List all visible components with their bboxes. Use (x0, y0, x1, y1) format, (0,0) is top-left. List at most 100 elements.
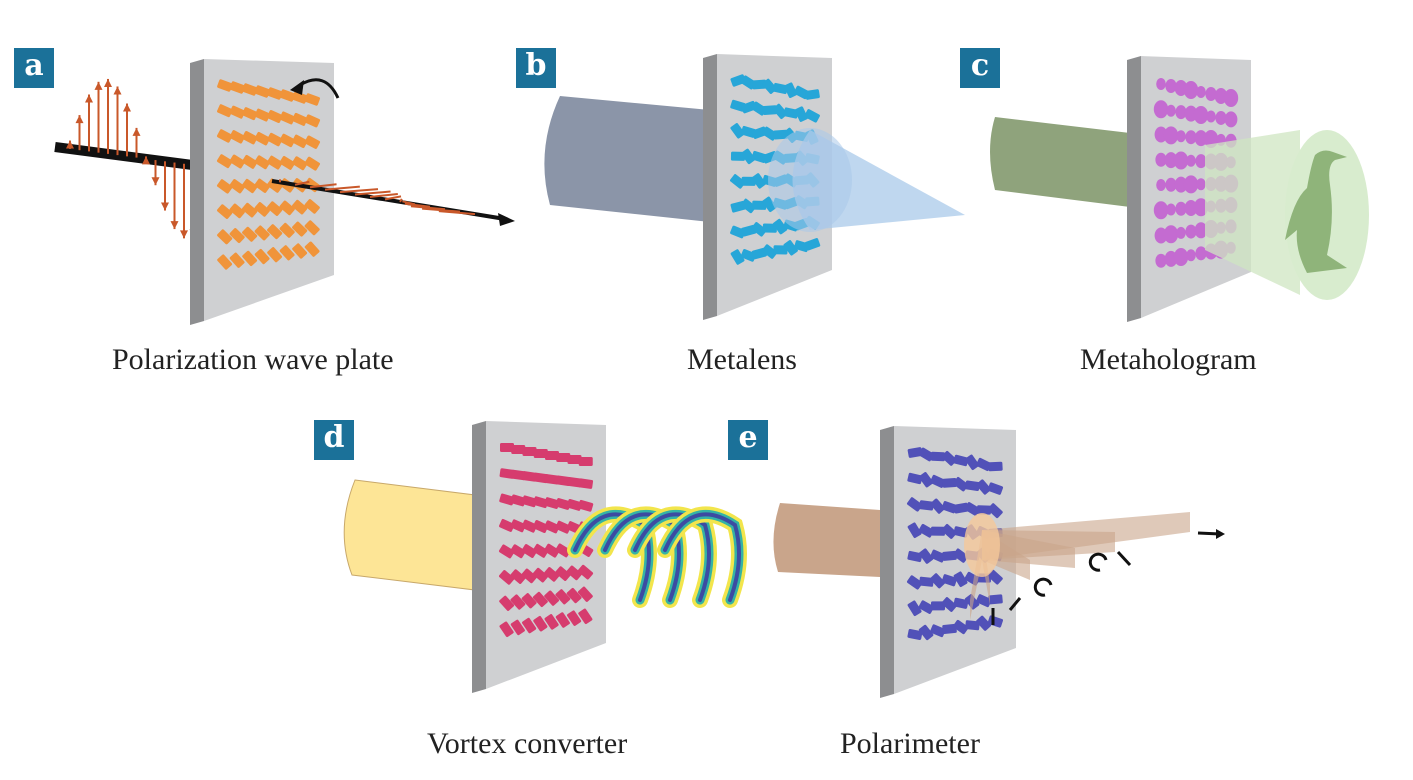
nanofin (555, 520, 571, 534)
polarization-arrowhead (123, 103, 131, 112)
nanofin (730, 249, 745, 265)
nanofin (217, 129, 233, 143)
nanofin (919, 500, 934, 511)
nanofin (941, 524, 957, 539)
nanofin (304, 199, 320, 214)
nanofin (242, 202, 258, 218)
nanofin (521, 593, 537, 609)
nanopillar (1195, 246, 1207, 261)
nanopillar (1186, 154, 1196, 167)
nanopillar (1153, 201, 1169, 220)
incident-beam (343, 479, 476, 591)
nanofin (761, 126, 778, 141)
panel-a: a Polarization wave plate (0, 0, 520, 400)
nanopillar (1206, 110, 1216, 123)
nanofin (229, 154, 245, 169)
nanofin (229, 81, 246, 94)
nanofin (292, 199, 308, 215)
nanopillar (1183, 175, 1199, 194)
caption-metalens: Metalens (687, 343, 797, 376)
nanopillar (1215, 110, 1227, 125)
nanofin (499, 518, 515, 532)
diffracted-beams (964, 512, 1225, 625)
nanofin (241, 178, 258, 194)
polarization-arrowhead (161, 202, 169, 211)
panel-c: c Metahologram (955, 0, 1413, 400)
panel-label-e: e (728, 420, 768, 460)
nanofin (762, 223, 777, 233)
nanopillar (1174, 176, 1188, 193)
nanofin (804, 109, 820, 123)
nanopillar (1184, 200, 1198, 216)
nanofin (918, 548, 934, 564)
nanofin (976, 594, 992, 608)
polarization-arrow (410, 205, 446, 211)
nanofin (533, 472, 549, 484)
transmitted-polarization-arrows (279, 179, 476, 216)
rotation-arrowhead-icon (290, 80, 304, 95)
nanofin (976, 505, 992, 515)
polarization-arrow (354, 190, 391, 196)
polarization-arrow (404, 202, 431, 208)
nanofin (555, 566, 571, 581)
nanofin (930, 526, 946, 536)
nanofin (567, 476, 582, 488)
incident-beam (990, 117, 1130, 207)
rotation-arrow-icon (299, 78, 340, 99)
nanopillar (1156, 78, 1166, 90)
nanofin (267, 247, 283, 263)
nanofin (964, 502, 981, 516)
panel-label-b: b (516, 48, 556, 88)
incident-beam (773, 503, 880, 577)
nanofin (242, 226, 258, 242)
nanofin (266, 178, 283, 193)
vortex-converter-illustration (343, 421, 747, 693)
metasurface-plate (472, 421, 606, 693)
nanofin (952, 619, 969, 635)
nanopillar (1173, 151, 1189, 170)
nanofin (941, 501, 958, 514)
nanofin (242, 83, 258, 96)
nanofin (254, 131, 271, 146)
incident-polarization-arrows (66, 78, 198, 239)
nanopillar (1176, 226, 1186, 239)
nanofin (500, 443, 514, 452)
nanofin (987, 569, 1003, 585)
polarization-arrowhead (180, 230, 188, 239)
nanofin (266, 155, 283, 170)
nanofin (521, 544, 537, 558)
transmitted-beam-arrowhead (498, 213, 515, 226)
nanofin (567, 455, 582, 464)
nanofin (304, 114, 321, 128)
wave-plate-illustration (54, 59, 515, 325)
nanofin (907, 550, 923, 563)
nanofin (532, 543, 549, 558)
nanofin (533, 615, 548, 632)
nanofin (510, 619, 525, 636)
hologram-projection-cone (1205, 130, 1300, 295)
nanofin (279, 133, 296, 148)
nanofin (292, 221, 308, 237)
nanofin (304, 241, 320, 257)
nanopillar (1153, 100, 1169, 119)
nanofin (217, 204, 233, 219)
nanopillar (1224, 111, 1238, 128)
nanofin (740, 75, 757, 90)
nanofin (578, 478, 594, 489)
nanofin (907, 522, 922, 539)
nanofin (254, 155, 270, 170)
nanofin (292, 134, 308, 149)
nanofin (953, 571, 968, 588)
nanofin (498, 544, 515, 559)
nanofin (304, 220, 320, 236)
nanofin (751, 150, 767, 163)
nanofin (907, 472, 923, 485)
panel-label-c: c (960, 48, 1000, 88)
polarization-arrow (324, 185, 360, 191)
nanopillar (1165, 177, 1177, 192)
nanofin (499, 468, 515, 479)
nanopillar (1193, 106, 1209, 125)
polarization-arrow (422, 207, 461, 213)
nanofin (241, 154, 258, 169)
nanopillar (1164, 152, 1178, 169)
